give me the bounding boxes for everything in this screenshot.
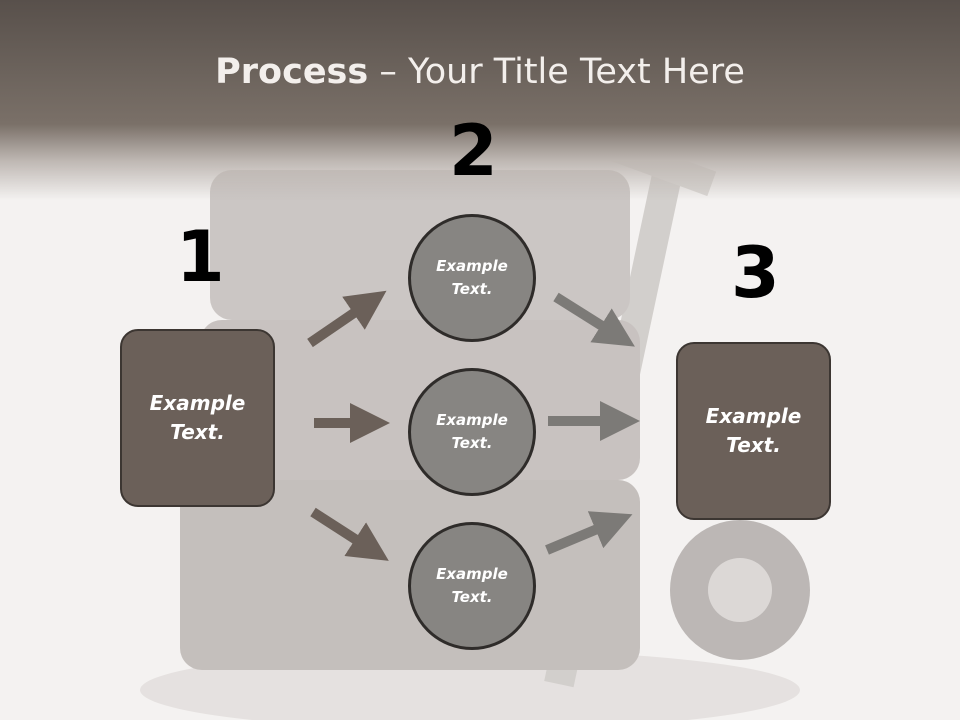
arrow-bottom-to-3 — [545, 511, 633, 555]
step-number-1: 1 — [176, 216, 225, 298]
step-1-box: Example Text. — [120, 329, 275, 507]
step-2-circle-top: Example Text. — [408, 214, 536, 342]
title-bold: Process — [215, 52, 369, 92]
circle-top-text: Example Text. — [436, 257, 508, 298]
step-2-circle-middle: Example Text. — [408, 368, 536, 496]
slide-title: Process – Your Title Text Here — [0, 52, 960, 92]
arrow-1-to-bottom — [310, 507, 389, 561]
step-3-box: Example Text. — [676, 342, 831, 520]
step-3-text: Example Text. — [705, 404, 802, 457]
title-rest: – Your Title Text Here — [368, 52, 745, 92]
step-number-3: 3 — [731, 232, 780, 314]
arrow-1-to-top — [307, 290, 387, 348]
step-2-circle-bottom: Example Text. — [408, 522, 536, 650]
step-number-2: 2 — [449, 110, 498, 192]
circle-middle-text: Example Text. — [436, 411, 508, 452]
step-1-text: Example Text. — [149, 391, 246, 444]
arrow-top-to-3 — [553, 292, 635, 347]
header-band — [0, 0, 960, 200]
circle-bottom-text: Example Text. — [436, 565, 508, 606]
